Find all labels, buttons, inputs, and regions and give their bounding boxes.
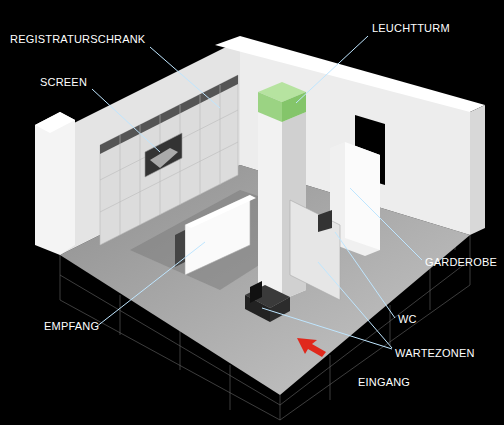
waiting-chairs: [245, 281, 290, 322]
callout-label: WC: [398, 313, 417, 326]
reception-desk: [185, 195, 250, 275]
callout-label: REGISTRATURSCHRANK: [10, 33, 145, 46]
callout-label: SCREEN: [40, 76, 87, 89]
callout-label: EINGANG: [358, 376, 410, 389]
leader-lines: [92, 36, 422, 349]
callout-label: LEUCHTTURM: [372, 22, 450, 35]
entrance-arrow: [297, 338, 326, 357]
wc-partition: [290, 200, 340, 300]
callout-label: WARTEZONEN: [395, 347, 475, 360]
callout-label: EMPFANG: [44, 320, 99, 333]
callout-label: GARDEROBE: [425, 256, 497, 269]
screen: [145, 133, 182, 177]
